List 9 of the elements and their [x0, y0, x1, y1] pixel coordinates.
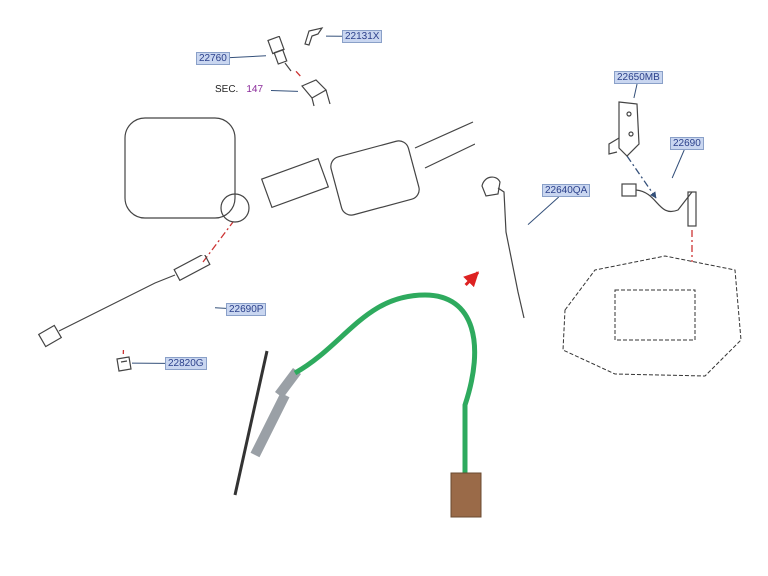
callout-number: 22650MB: [614, 71, 663, 84]
callout-number: 22760: [196, 52, 230, 65]
callout-number: 22820G: [165, 357, 207, 370]
section-number: 147: [246, 84, 264, 95]
section-reference-text: SEC.: [215, 84, 238, 95]
callout-number: 22131X: [342, 30, 382, 43]
callout-number: 22640QA: [542, 184, 590, 197]
callout-number: 22690P: [226, 303, 266, 316]
callout-number: 22690: [670, 137, 704, 150]
